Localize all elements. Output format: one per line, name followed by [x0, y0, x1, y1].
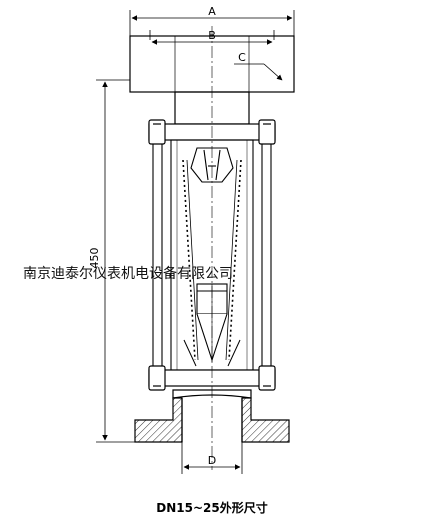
tie-rods: [152, 144, 272, 370]
drawing-caption: DN15~25外形尺寸: [156, 500, 267, 515]
dimension-a-label: A: [208, 5, 216, 18]
upper-float-stop: [190, 147, 234, 183]
dimension-c-label: C: [238, 51, 246, 64]
dimension-a: [129, 10, 295, 36]
glass-tube: [170, 139, 254, 371]
dimension-height: [96, 79, 135, 443]
dimension-b: [149, 30, 275, 45]
dimension-d: [181, 442, 243, 474]
dimension-c-leader: [234, 63, 283, 81]
lower-float-stop: [183, 339, 241, 367]
dimension-b-label: B: [208, 29, 216, 42]
dimension-d-label: D: [208, 454, 216, 467]
dimension-height-label: 450: [88, 248, 101, 269]
company-watermark: 南京迪泰尔仪表机电设备有限公司: [23, 265, 233, 282]
